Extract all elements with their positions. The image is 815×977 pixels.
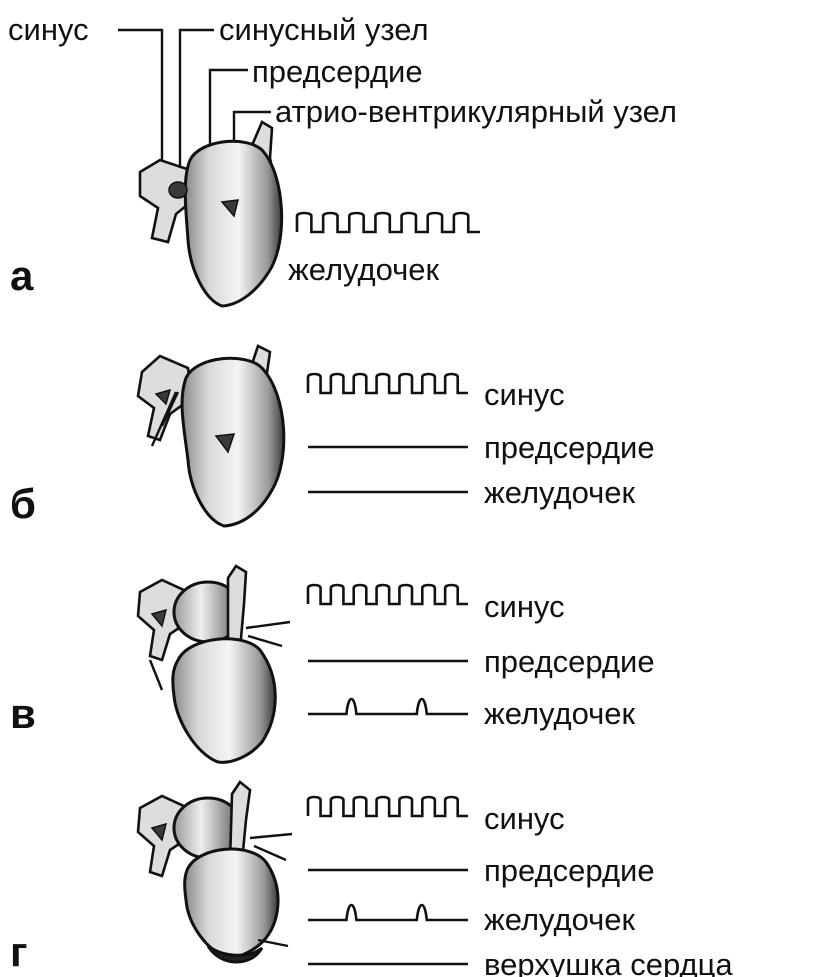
aortic-vessel xyxy=(228,566,246,650)
trace-label-atrium: предсердие xyxy=(484,430,655,465)
trace-label-ventricle: желудочек xyxy=(484,902,636,937)
panel-letter-c: в xyxy=(10,690,36,737)
sinus-node xyxy=(169,182,187,198)
ventricle-body xyxy=(185,141,281,306)
trace-sinus xyxy=(308,585,468,604)
trace-label-atrium: предсердие xyxy=(484,853,655,888)
trace-label-ventricle: желудочек xyxy=(484,696,636,731)
panel-letter-d: г xyxy=(10,928,28,975)
trace-sinus xyxy=(308,797,468,816)
panel-a-traces: желудочек xyxy=(288,213,480,287)
label-atrium: предсердие xyxy=(252,54,423,89)
label-av-node: атрио-вентрикулярный узел xyxy=(275,94,677,129)
ventricle-body xyxy=(182,358,284,526)
trace-label-ventricle: желудочек xyxy=(484,475,636,510)
panel-b-traces: синус предсердие желудочек xyxy=(308,374,655,510)
trace-label-atrium: предсердие xyxy=(484,644,655,679)
panel-d-traces: синус предсердие желудочек верхушка серд… xyxy=(308,797,733,977)
heart-c xyxy=(138,566,290,762)
panel-letter-b: б xyxy=(10,480,36,527)
top-annotations: синус синусный узел предсердие атрио-вен… xyxy=(8,12,677,205)
trace-ventricle xyxy=(308,905,468,920)
panel-letter-a: а xyxy=(10,252,34,299)
trace-label-sinus: синус xyxy=(484,801,565,836)
leader-sinus xyxy=(118,30,162,178)
trace-sinus xyxy=(308,374,468,393)
trace-ventricle xyxy=(308,699,468,714)
ventricle-body xyxy=(173,639,275,762)
trace-label-apex: верхушка сердца xyxy=(484,947,733,977)
label-sinus: синус xyxy=(8,12,89,47)
trace-label-sinus: синус xyxy=(484,589,565,624)
trace-ventricle xyxy=(297,213,480,232)
heart-d xyxy=(138,782,292,962)
panel-c-traces: синус предсердие желудочек xyxy=(308,585,655,731)
heart-b xyxy=(138,346,284,526)
trace-label-sinus: синус xyxy=(484,377,565,412)
trace-label-ventricle: желудочек xyxy=(288,252,440,287)
label-sinus-node: синусный узел xyxy=(219,12,429,47)
